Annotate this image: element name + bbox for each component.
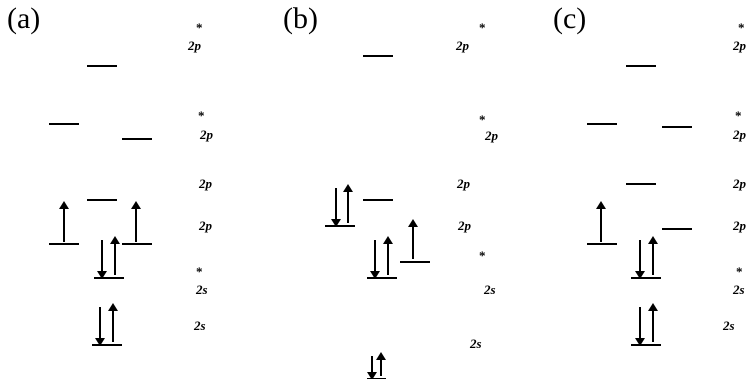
panel-c-star-3: * [736, 264, 743, 279]
panel-b-orbital-label-3: 2p [456, 176, 471, 191]
panel-a-orbital-label-3: 2p [198, 176, 213, 191]
panel-b-star-2: * [479, 112, 486, 127]
panel-a-orbital-label-5: 2s [195, 282, 208, 297]
panel-a-orbital-label-1: 2p [187, 38, 202, 53]
panel-b-orbital-label-7: 2s [469, 336, 482, 351]
panel-c-star-1: * [738, 20, 745, 35]
panel-c-star-2: * [735, 108, 742, 123]
panel-b-star-1: * [479, 20, 486, 35]
panel-b-label: (b) [283, 2, 318, 35]
panel-a-star-1: * [196, 20, 203, 35]
panel-a: (a) * 2p * 2p 2p 2p * 2s 2s [7, 2, 214, 346]
panel-b-orbital-label-6: 2s [483, 282, 496, 297]
panel-b-orbital-label-4: 2p [457, 218, 472, 233]
panel-c: (c) * 2p * 2p 2p 2p * 2s 2s [553, 2, 747, 346]
panel-c-orbital-label-2: 2p [732, 127, 747, 142]
panel-b-orbital-label-2: 2p [484, 128, 499, 143]
panel-c-orbital-label-5: 2s [732, 282, 745, 297]
panel-c-label: (c) [553, 2, 586, 35]
panel-c-orbital-label-3: 2p [732, 176, 747, 191]
panel-b-star-3: * [479, 248, 486, 263]
panel-a-orbital-label-6: 2s [193, 318, 206, 333]
panel-c-orbital-label-4: 2p [732, 218, 747, 233]
panel-a-orbital-label-2: 2p [199, 127, 214, 142]
panel-a-star-2: * [198, 108, 205, 123]
panel-a-orbital-label-4: 2p [198, 218, 213, 233]
panel-b-orbital-label-1: 2p [455, 38, 470, 53]
panel-b: (b) * 2p * 2p 2p 2p * 2s 2s [283, 2, 499, 379]
panel-a-label: (a) [7, 2, 40, 35]
panel-a-star-3: * [196, 264, 203, 279]
panel-c-orbital-label-6: 2s [722, 318, 735, 333]
panel-c-orbital-label-1: 2p [732, 38, 747, 53]
